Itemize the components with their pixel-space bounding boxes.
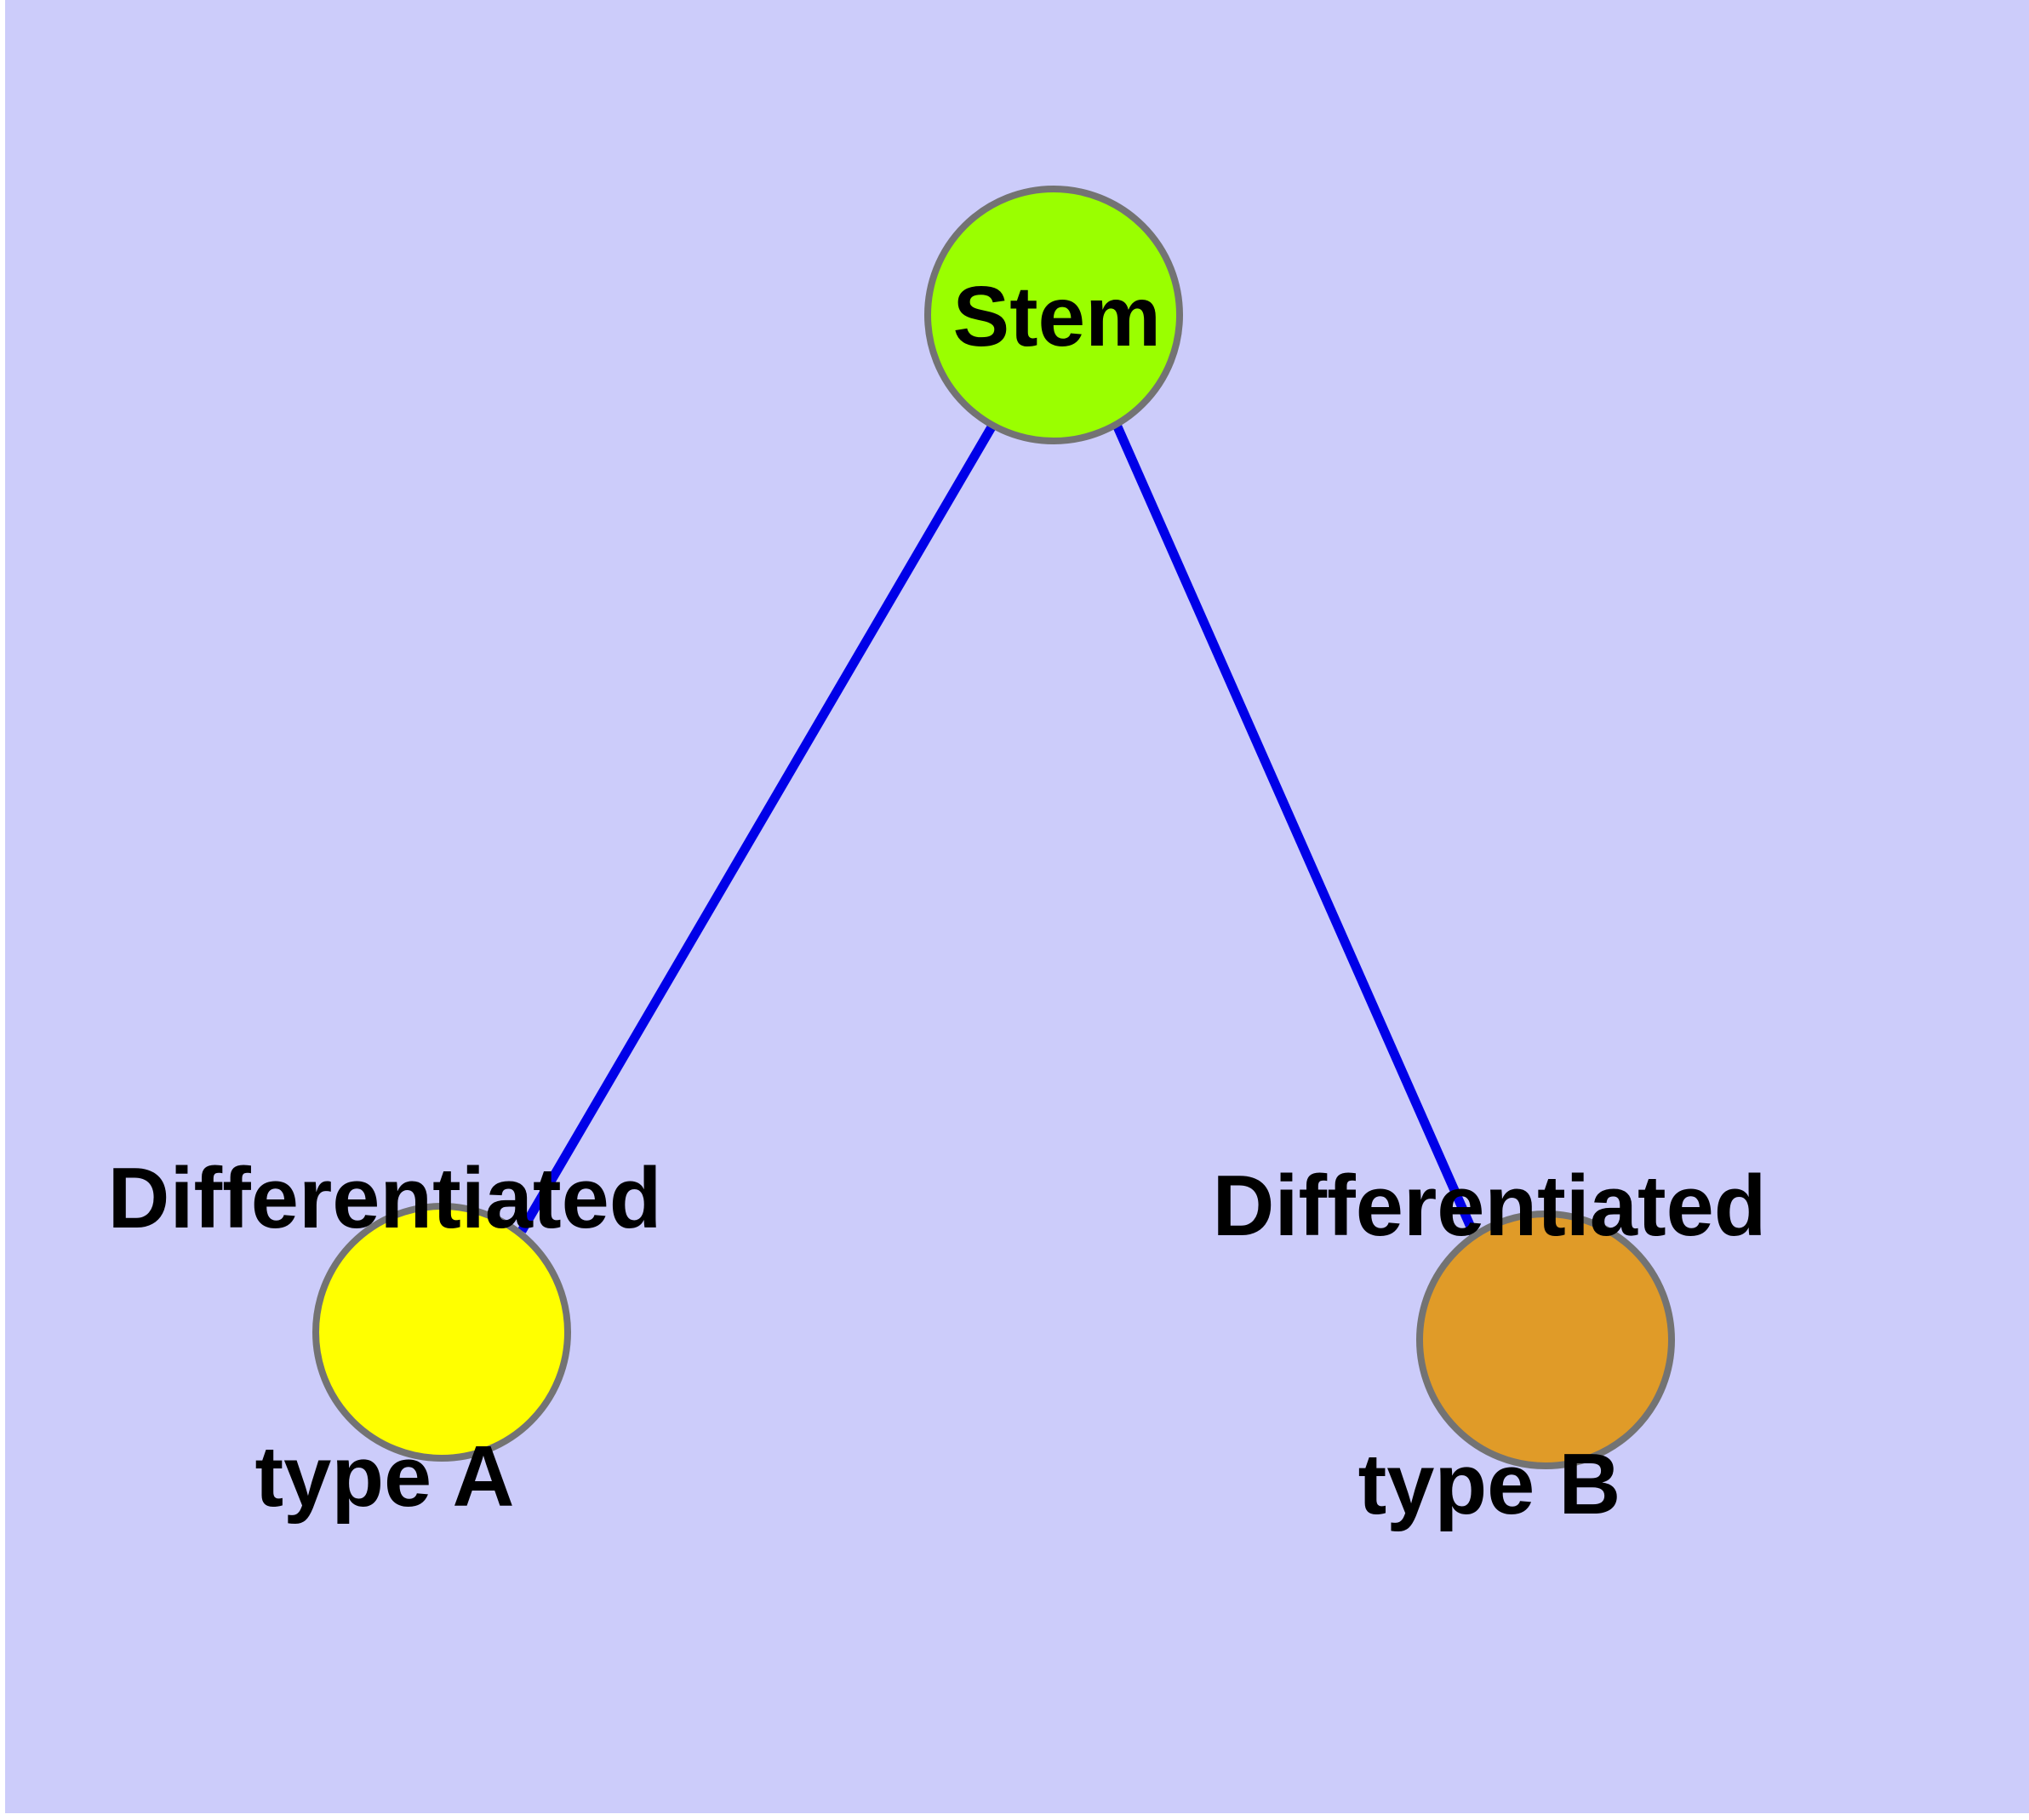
node-layer: [316, 189, 1672, 1466]
node-differentiated-type-a[interactable]: [316, 1206, 568, 1458]
edge-stem-to-diff-a[interactable]: [522, 426, 992, 1231]
edge-stem-to-diff-b[interactable]: [1117, 425, 1476, 1239]
node-stem[interactable]: [928, 189, 1180, 441]
node-differentiated-type-b[interactable]: [1420, 1214, 1672, 1466]
edge-layer: [522, 425, 1476, 1239]
